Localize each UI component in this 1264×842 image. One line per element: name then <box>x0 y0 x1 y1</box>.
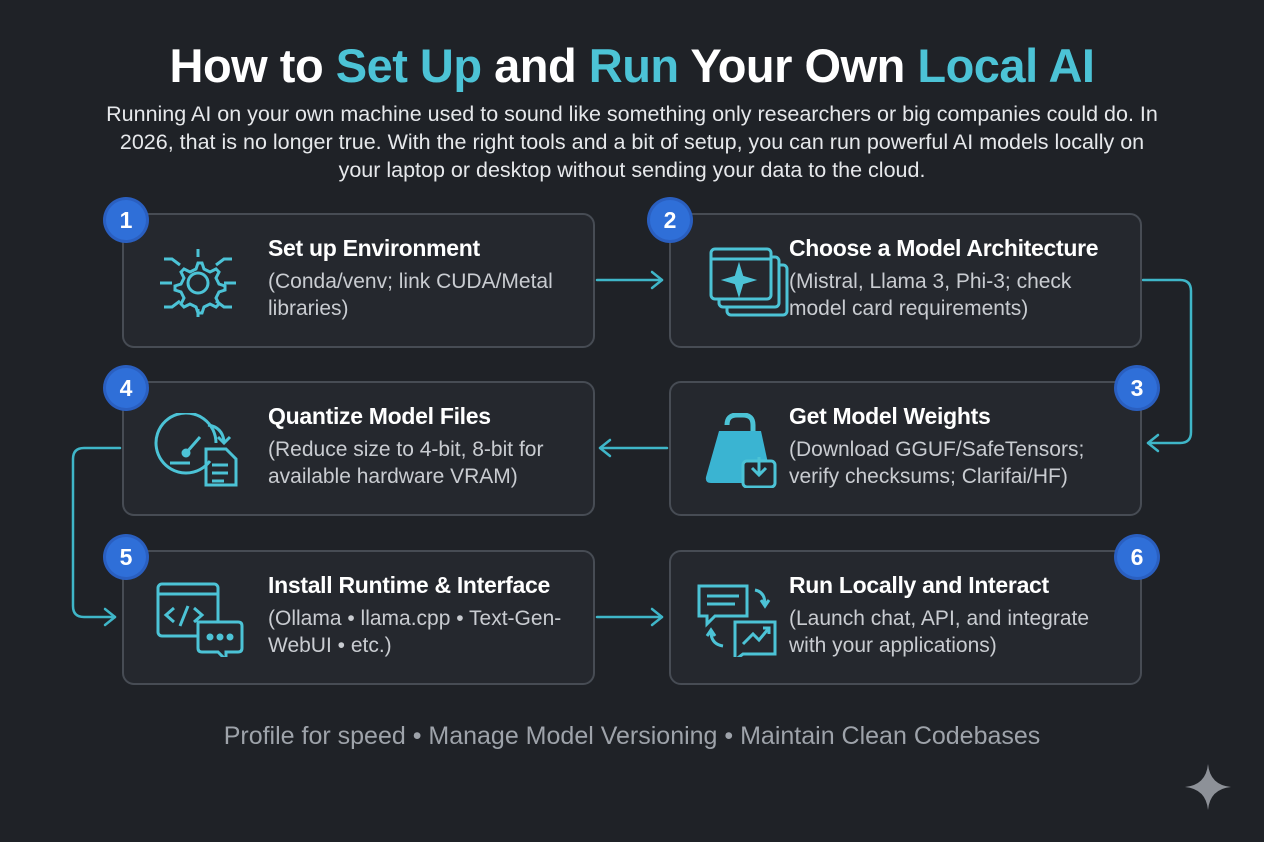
step-badge-3: 3 <box>1117 368 1157 408</box>
step-description: (Launch chat, API, and integrate with yo… <box>789 607 1090 657</box>
footer-tips: Profile for speed • Manage Model Version… <box>223 722 1041 750</box>
title-highlight: Run <box>588 39 679 92</box>
title-highlight: Set Up <box>335 39 482 92</box>
chat-chart-icon <box>697 582 792 663</box>
step-description: (Mistral, Llama 3, Phi-3; check model ca… <box>789 270 1072 320</box>
step-title: Run Locally and Interact <box>789 572 1049 598</box>
step-card-1: Set up Environment (Conda/venv; link CUD… <box>122 213 595 348</box>
connector-4-5 <box>71 446 122 627</box>
title-highlight: Local AI <box>917 39 1095 92</box>
weight-download-icon <box>697 412 792 489</box>
step-card-3: Get Model Weights (Download GGUF/SafeTen… <box>669 381 1142 516</box>
title-text: and <box>481 39 589 92</box>
connector-3-4 <box>598 438 669 458</box>
sparkle-watermark-icon <box>1185 764 1231 810</box>
step-card-5: Install Runtime & Interface (Ollama • ll… <box>122 550 595 685</box>
page-title: How to Set Up and Run Your Own Local AI <box>0 38 1264 93</box>
step-badge-5: 5 <box>106 537 146 577</box>
step-title: Quantize Model Files <box>268 403 491 429</box>
gear-network-icon <box>150 245 245 320</box>
connector-1-2 <box>595 270 664 290</box>
code-window-chat-icon <box>150 582 245 664</box>
stacked-windows-sparkle-icon <box>697 245 792 320</box>
step-badge-1: 1 <box>106 200 146 240</box>
connector-2-3 <box>1141 278 1193 453</box>
step-description: (Download GGUF/SafeTensors; verify check… <box>789 438 1085 488</box>
title-text: Your Own <box>678 39 918 92</box>
step-description: (Conda/venv; link CUDA/Metal libraries) <box>268 270 553 320</box>
step-title: Set up Environment <box>268 235 480 261</box>
step-badge-4: 4 <box>106 368 146 408</box>
step-title: Install Runtime & Interface <box>268 572 551 598</box>
connector-5-6 <box>595 607 664 627</box>
step-badge-2: 2 <box>650 200 690 240</box>
gauge-document-icon <box>150 411 245 488</box>
step-description: (Ollama • llama.cpp • Text-Gen-WebUI • e… <box>268 607 562 657</box>
intro-paragraph: Running AI on your own machine used to s… <box>106 102 1158 182</box>
step-title: Choose a Model Architecture <box>789 235 1099 261</box>
title-text: How to <box>169 39 336 92</box>
step-badge-6: 6 <box>1117 537 1157 577</box>
step-card-2: Choose a Model Architecture (Mistral, Ll… <box>669 213 1142 348</box>
step-description: (Reduce size to 4-bit, 8-bit for availab… <box>268 438 544 488</box>
step-card-4: Quantize Model Files (Reduce size to 4-b… <box>122 381 595 516</box>
step-title: Get Model Weights <box>789 403 991 429</box>
step-card-6: Run Locally and Interact (Launch chat, A… <box>669 550 1142 685</box>
